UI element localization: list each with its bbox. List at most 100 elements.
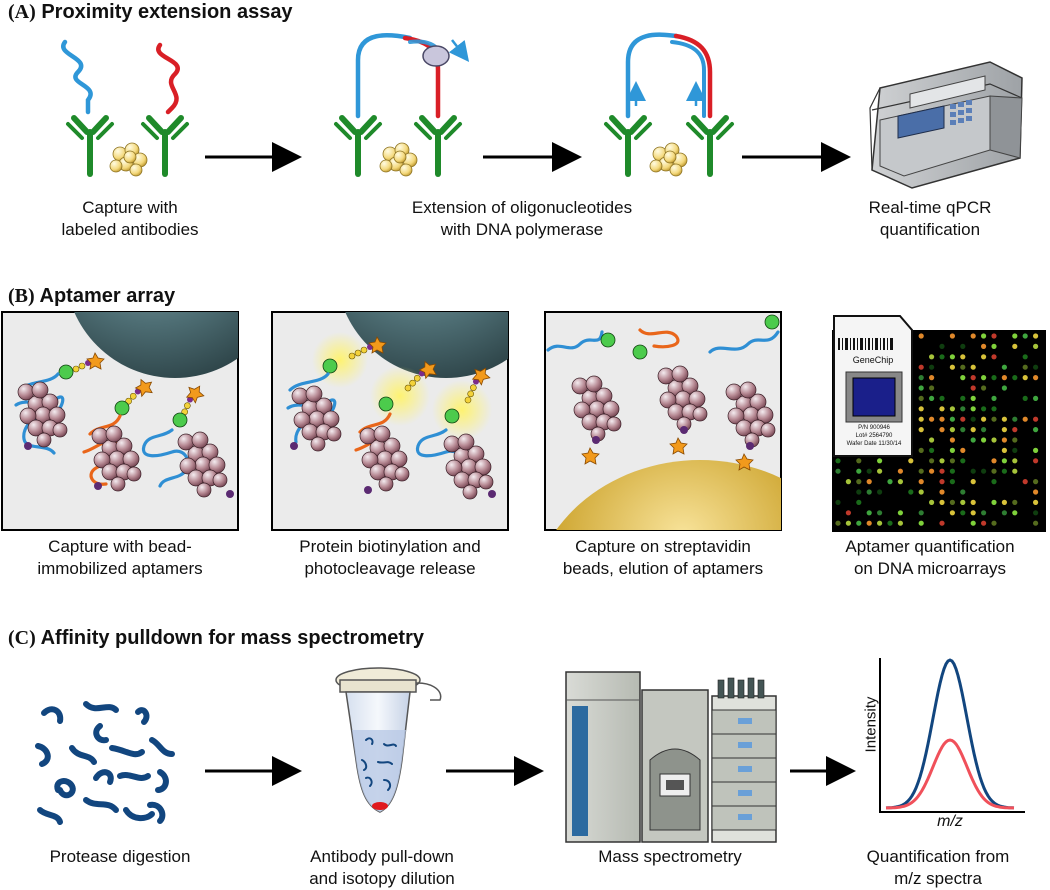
- caption-c4: Quantification from m/z spectra: [826, 846, 1050, 890]
- microarray-spot: [949, 416, 956, 422]
- microarray-spot: [1033, 364, 1039, 370]
- microarray-spot: [970, 520, 976, 526]
- microarray-spot: [970, 395, 976, 401]
- microarray-spot: [939, 489, 945, 495]
- microarray-spot: [1033, 427, 1039, 433]
- peak-series-red: [886, 738, 1014, 810]
- microarray-spot: [866, 479, 872, 485]
- microarray-spot: [981, 520, 987, 526]
- microarray-spot: [1012, 458, 1018, 464]
- microarray-spot: [970, 437, 976, 443]
- microarray-spot: [918, 364, 924, 370]
- microarray-spot: [835, 499, 841, 505]
- microarray-spot: [897, 479, 904, 485]
- microarray-spot: [887, 520, 893, 526]
- microarray-spot: [866, 520, 872, 526]
- microarray-spot: [939, 468, 945, 474]
- microarray-spot: [960, 416, 966, 422]
- microarray-spot: [887, 479, 893, 485]
- caption-a1-line2: labeled antibodies: [61, 220, 199, 239]
- section-b-title: (B) Aptamer array: [8, 285, 175, 308]
- microarray-spot: [949, 510, 956, 516]
- microarray-spot: [918, 468, 924, 474]
- microarray-spot: [970, 499, 976, 505]
- microarray-spot: [1033, 499, 1039, 505]
- microarray-panel: [832, 315, 1046, 532]
- microarray-spot: [1033, 375, 1039, 381]
- microarray-spot: [939, 427, 945, 433]
- microarray-spot: [1033, 510, 1039, 516]
- microarray-spot: [981, 406, 987, 412]
- microarray-spot: [970, 427, 976, 433]
- microarray-spot: [991, 458, 997, 464]
- microarray-spot: [939, 458, 945, 464]
- section-a-letter: (A): [8, 1, 36, 23]
- microarray-spot: [939, 406, 945, 412]
- microarray-spot: [897, 520, 904, 526]
- microarray-spot: [970, 406, 976, 412]
- microarray-spot: [1033, 458, 1039, 464]
- microarray-spot: [1033, 416, 1039, 422]
- microarray-spot: [1033, 447, 1039, 453]
- microarray-spot: [1012, 427, 1018, 433]
- caption-a3-line1: Real-time qPCR: [868, 198, 992, 217]
- microarray-spot: [991, 343, 997, 349]
- microarray-spot: [939, 479, 945, 485]
- microarray-spot: [1033, 395, 1039, 401]
- microarray-spot: [991, 499, 997, 505]
- microarray-spot: [877, 458, 883, 464]
- microarray-spot: [939, 343, 945, 349]
- microarray-spot: [960, 406, 966, 412]
- microarray-spot: [845, 479, 852, 485]
- microarray-spot: [970, 468, 976, 474]
- microarray-spot: [856, 479, 862, 485]
- caption-c2-line2: and isotopy dilution: [309, 869, 455, 888]
- microarray-spot: [918, 479, 924, 485]
- chip-line-3: Wafer Date 11/30/14: [846, 441, 902, 447]
- aptamer-panel-photocleavage: [271, 311, 509, 531]
- microarray-spot: [981, 385, 987, 391]
- microarray-spot: [949, 479, 956, 485]
- section-c-title: (C) Affinity pulldown for mass spectrome…: [8, 627, 424, 650]
- caption-c4-line1: Quantification from: [866, 847, 1010, 866]
- microarray-spot: [991, 375, 997, 381]
- caption-a3: Real-time qPCR quantification: [820, 197, 1040, 241]
- microarray-spot: [949, 333, 956, 339]
- chip-label: GeneChip: [836, 355, 910, 365]
- eppendorf-tube: [335, 667, 442, 813]
- microarray-spot: [929, 416, 935, 422]
- microarray-spot: [1001, 447, 1008, 453]
- microarray-spot: [897, 510, 904, 516]
- microarray-spot: [918, 416, 924, 422]
- microarray-spot: [949, 447, 956, 453]
- microarray-spot: [960, 499, 966, 505]
- microarray-spot: [897, 468, 904, 474]
- microarray-spot: [918, 447, 924, 453]
- microarray-spot: [970, 375, 976, 381]
- pea-step-extension: [336, 33, 470, 176]
- peak-series-blue: [885, 658, 1015, 810]
- microarray-spot: [845, 510, 852, 516]
- microarray-spot: [877, 468, 883, 474]
- microarray-spot: [981, 354, 987, 360]
- section-a-text: Proximity extension assay: [41, 1, 293, 23]
- microarray-spot: [866, 510, 872, 516]
- mz-spectrum-plot: [879, 658, 1025, 813]
- chip-line-1: P/N 900946: [858, 425, 890, 431]
- caption-b1-line2: immobilized aptamers: [37, 559, 203, 578]
- microarray-spot: [981, 427, 987, 433]
- microarray-spot: [929, 354, 935, 360]
- microarray-spot: [1022, 375, 1028, 381]
- microarray-spot: [960, 458, 966, 464]
- microarray-spot: [1022, 395, 1028, 401]
- microarray-spot: [1022, 354, 1028, 360]
- microarray-spot: [960, 354, 966, 360]
- microarray-spot: [918, 520, 924, 526]
- microarray-spot: [1001, 499, 1008, 505]
- microarray-spot: [1012, 510, 1018, 516]
- microarray-spot: [939, 416, 945, 422]
- caption-c1: Protease digestion: [0, 846, 240, 868]
- microarray-spot: [929, 447, 935, 453]
- spectrum-ylabel: Intensity: [862, 696, 880, 753]
